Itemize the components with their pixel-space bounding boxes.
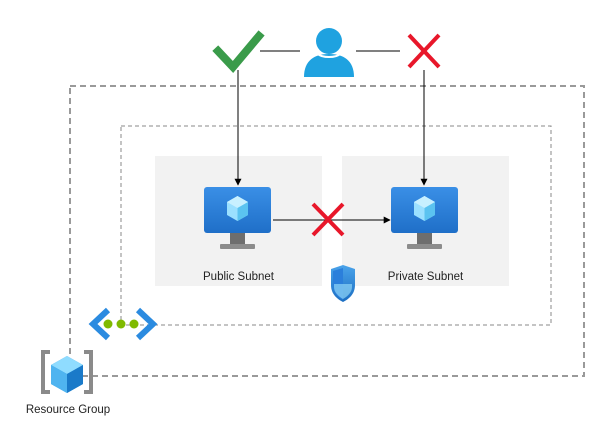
virtual-machine-icon-public — [204, 187, 271, 249]
virtual-network-boundary — [120, 125, 552, 326]
shield-icon — [331, 265, 355, 302]
user-icon — [304, 28, 354, 77]
resource-group-boundary — [69, 85, 585, 377]
resource-group-label: Resource Group — [26, 404, 110, 416]
checkmark-icon — [212, 30, 265, 74]
cross-icon-top — [407, 33, 441, 69]
cross-icon-middle — [311, 202, 345, 237]
private-subnet-label: Private Subnet — [388, 271, 464, 283]
public-subnet-label: Public Subnet — [203, 271, 275, 283]
virtual-machine-icon-private — [391, 187, 458, 249]
resource-group-icon — [41, 350, 93, 394]
virtual-network-icon — [88, 307, 158, 341]
